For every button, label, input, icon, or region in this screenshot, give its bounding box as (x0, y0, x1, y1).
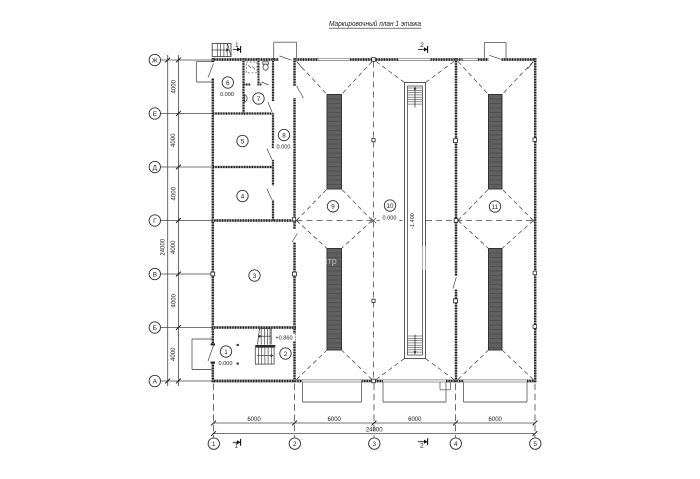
svg-text:9: 9 (331, 204, 335, 211)
svg-text:6000: 6000 (328, 417, 342, 423)
svg-text:4000: 4000 (171, 133, 177, 147)
svg-text:11: 11 (492, 204, 499, 211)
svg-text:1: 1 (235, 42, 239, 49)
svg-text:6: 6 (226, 80, 230, 87)
svg-text:Ж: Ж (152, 57, 158, 64)
svg-text:-1.400: -1.400 (410, 213, 416, 229)
svg-text:В: В (153, 271, 157, 278)
svg-text:3: 3 (373, 441, 377, 448)
svg-text:4000: 4000 (171, 240, 177, 254)
svg-text:5: 5 (534, 441, 538, 448)
svg-text:2: 2 (293, 441, 297, 448)
svg-text:0.000: 0.000 (219, 361, 233, 367)
svg-text:Д: Д (153, 164, 158, 171)
svg-text:+0.860: +0.860 (275, 336, 292, 342)
svg-text:2: 2 (284, 351, 288, 358)
svg-text:7: 7 (257, 96, 261, 103)
svg-text:4: 4 (454, 441, 458, 448)
svg-text:6000: 6000 (247, 417, 261, 423)
svg-text:2: 2 (420, 42, 424, 49)
svg-text:8: 8 (282, 132, 286, 139)
svg-text:24000: 24000 (366, 427, 383, 433)
svg-text:1: 1 (212, 441, 216, 448)
svg-text:5: 5 (241, 138, 245, 145)
svg-text:4000: 4000 (171, 293, 177, 307)
svg-text:4000: 4000 (171, 79, 177, 93)
svg-text:6000: 6000 (489, 417, 503, 423)
svg-text:Б: Б (153, 325, 157, 332)
svg-text:3: 3 (253, 273, 257, 280)
svg-text:24000: 24000 (161, 238, 167, 255)
svg-text:4000: 4000 (171, 186, 177, 200)
svg-text:1: 1 (234, 443, 238, 450)
svg-text:Е: Е (153, 111, 157, 118)
svg-text:0.000: 0.000 (277, 145, 291, 151)
svg-text:10: 10 (386, 203, 394, 210)
svg-text:Г: Г (153, 218, 157, 225)
svg-text:0.000: 0.000 (220, 92, 234, 98)
svg-text:А: А (153, 378, 158, 385)
svg-text:Маркировочный план 1 этажа: Маркировочный план 1 этажа (329, 19, 421, 28)
svg-text:2: 2 (420, 443, 424, 450)
svg-text:4000: 4000 (171, 347, 177, 361)
svg-text:6000: 6000 (408, 417, 422, 423)
svg-text:стр: стр (323, 256, 337, 266)
svg-text:0.000: 0.000 (383, 216, 397, 222)
svg-text:4: 4 (241, 193, 245, 200)
svg-text:1: 1 (224, 349, 228, 356)
